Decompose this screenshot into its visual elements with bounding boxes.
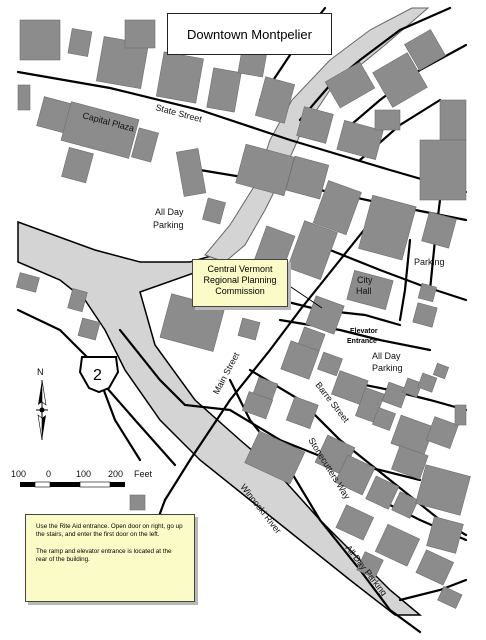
main-street-label: Main Street bbox=[211, 350, 242, 396]
north-arrow-icon: N bbox=[36, 367, 48, 441]
callout-pointer bbox=[287, 284, 323, 309]
buildings bbox=[15, 19, 471, 609]
all-day-parking-label: Parking bbox=[153, 220, 184, 230]
route-shield-icon: 2 bbox=[78, 356, 120, 394]
scale-tick-label: 100 bbox=[76, 469, 91, 479]
all-day-parking-label: Parking bbox=[372, 363, 403, 373]
callout-line: Regional Planning bbox=[203, 275, 277, 285]
north-label: N bbox=[37, 367, 44, 377]
city-hall-label: Hall bbox=[356, 286, 372, 296]
route-number: 2 bbox=[93, 367, 102, 384]
elevator-note-text: The ramp and elevator entrance is locate… bbox=[36, 547, 172, 564]
all-day-parking-label: All Day bbox=[155, 207, 184, 217]
elevator-entrance-label: Entrance bbox=[347, 338, 377, 345]
scale-tick-label: 100 bbox=[11, 469, 26, 479]
callout-line: Commission bbox=[215, 286, 265, 296]
scale-unit-label: Feet bbox=[134, 469, 153, 479]
scale-bar: 100 0 100 200 Feet bbox=[11, 469, 153, 488]
directions-note: Use the Rite Aid entrance. Open door on … bbox=[25, 514, 195, 602]
callout-line: Central Vermont bbox=[207, 264, 273, 274]
scale-tick-label: 0 bbox=[46, 469, 51, 479]
city-hall-label: City bbox=[357, 275, 373, 285]
parking-label: Parking bbox=[414, 257, 445, 267]
elevator-entrance-label: Elevator bbox=[350, 328, 378, 335]
map-title: Downtown Montpelier bbox=[167, 13, 332, 55]
scale-tick-label: 200 bbox=[108, 469, 123, 479]
directions-text: Use the Rite Aid entrance. Open door on … bbox=[36, 523, 183, 539]
cvrpc-callout: Central Vermont Regional Planning Commis… bbox=[192, 259, 288, 307]
all-day-parking-label: All Day bbox=[372, 351, 401, 361]
